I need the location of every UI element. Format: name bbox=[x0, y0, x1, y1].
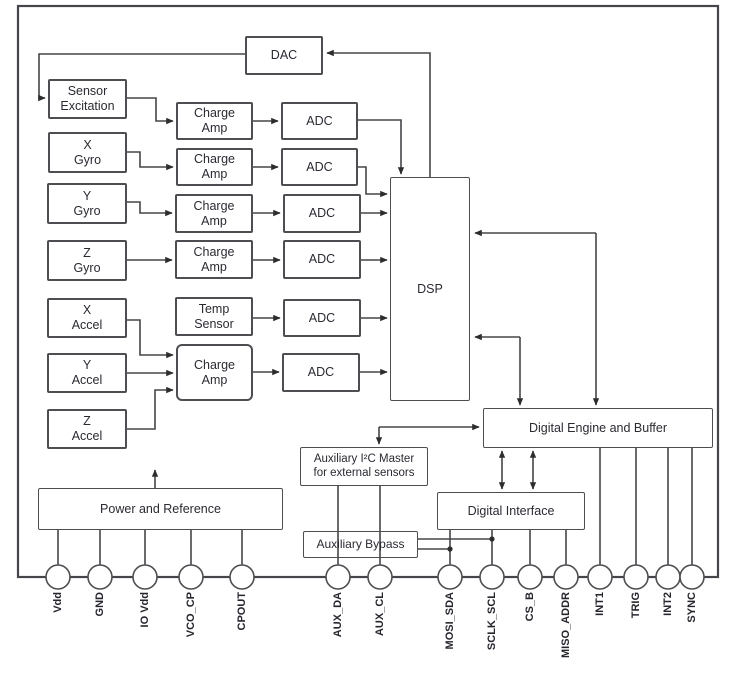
pin-label-vco-cp: VCO_CP bbox=[185, 592, 197, 638]
pin-label-sclk-scl: SCLK_SCL bbox=[486, 592, 498, 651]
block-digital-engine: Digital Engine and Buffer bbox=[483, 408, 713, 448]
block-charge-amp-5: Charge Amp bbox=[176, 344, 253, 401]
pin-circle bbox=[178, 564, 204, 590]
block-x-gyro: X Gyro bbox=[48, 132, 127, 173]
pin-circle bbox=[132, 564, 158, 590]
block-adc-1: ADC bbox=[281, 102, 358, 140]
block-aux-bypass: Auxiliary Bypass bbox=[303, 531, 418, 558]
pin-label-aux-cl: AUX_CL bbox=[374, 592, 386, 637]
junction-dot bbox=[489, 536, 495, 542]
block-temp-sensor: Temp Sensor bbox=[175, 297, 253, 336]
pin-circle bbox=[229, 564, 255, 590]
pin-label-mosi-sda: MOSI_SDA bbox=[444, 592, 456, 650]
block-adc-4: ADC bbox=[283, 240, 361, 279]
pin-label-int2: INT2 bbox=[662, 592, 674, 616]
block-z-accel: Z Accel bbox=[47, 409, 127, 449]
pin-label-gnd: GND bbox=[94, 592, 106, 617]
block-charge-amp-2: Charge Amp bbox=[176, 148, 253, 186]
block-adc-6: ADC bbox=[282, 353, 360, 392]
pin-circle bbox=[655, 564, 681, 590]
block-sensor-excitation: Sensor Excitation bbox=[48, 79, 127, 119]
junction-dot bbox=[447, 546, 453, 552]
signal-wires bbox=[38, 49, 693, 566]
pin-circle bbox=[45, 564, 71, 590]
pin-label-miso-addr: MISO_ADDR bbox=[560, 592, 572, 659]
pin-circle bbox=[587, 564, 613, 590]
pin-circles bbox=[45, 564, 705, 590]
block-digital-interface: Digital Interface bbox=[437, 492, 585, 530]
pin-label-aux-da: AUX_DA bbox=[332, 592, 344, 638]
block-aux-i2c-master: Auxiliary I²C Master for external sensor… bbox=[300, 447, 428, 486]
block-adc-5: ADC bbox=[283, 299, 361, 337]
pin-label-int1: INT1 bbox=[594, 592, 606, 616]
pin-label-io-vdd: IO Vdd bbox=[139, 592, 151, 628]
block-dac: DAC bbox=[245, 36, 323, 75]
pin-circle bbox=[87, 564, 113, 590]
pin-circle bbox=[679, 564, 705, 590]
pin-circle bbox=[479, 564, 505, 590]
pin-circle bbox=[553, 564, 579, 590]
block-adc-2: ADC bbox=[281, 148, 358, 186]
block-y-gyro: Y Gyro bbox=[47, 183, 127, 224]
pin-circle bbox=[367, 564, 393, 590]
pin-label-cpout: CPOUT bbox=[236, 592, 248, 631]
pin-circle bbox=[623, 564, 649, 590]
block-charge-amp-1: Charge Amp bbox=[176, 102, 253, 140]
pin-circle bbox=[437, 564, 463, 590]
pin-circle bbox=[325, 564, 351, 590]
block-charge-amp-3: Charge Amp bbox=[175, 194, 253, 233]
pin-label-cs-b: CS_B bbox=[524, 592, 536, 622]
pin-label-sync: SYNC bbox=[686, 592, 698, 623]
block-x-accel: X Accel bbox=[47, 298, 127, 338]
block-charge-amp-4: Charge Amp bbox=[175, 240, 253, 279]
block-y-accel: Y Accel bbox=[47, 353, 127, 393]
block-adc-3: ADC bbox=[283, 194, 361, 233]
block-dsp: DSP bbox=[390, 177, 470, 401]
pin-label-trig: TRIG bbox=[630, 592, 642, 619]
pin-circle bbox=[517, 564, 543, 590]
block-z-gyro: Z Gyro bbox=[47, 240, 127, 281]
pin-label-vdd: Vdd bbox=[52, 592, 64, 613]
block-power-reference: Power and Reference bbox=[38, 488, 283, 530]
